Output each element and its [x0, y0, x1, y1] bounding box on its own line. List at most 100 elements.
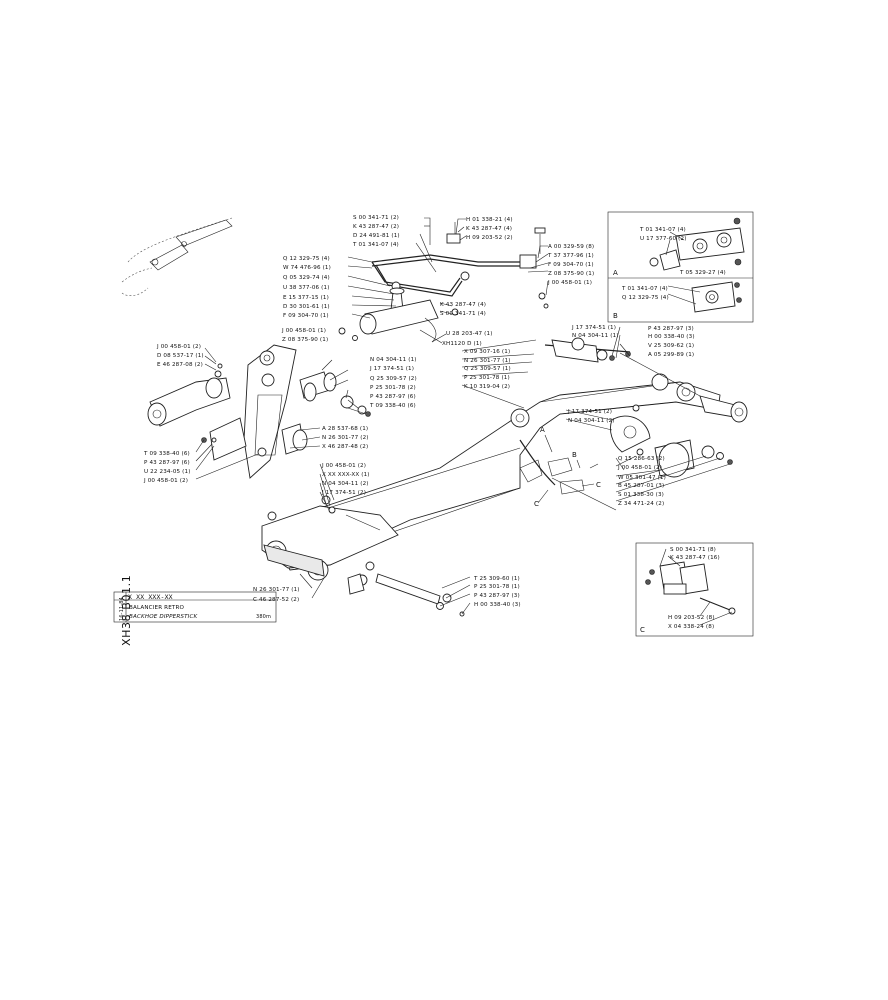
callout: P 43 287-97 (3) [648, 326, 694, 332]
title-value: 380m [256, 614, 271, 620]
callout: A 28 537-68 (1) [322, 426, 368, 432]
callout: T 01 341-07 (4) [352, 242, 399, 248]
callout: T 09 338-40 (6) [369, 403, 416, 409]
inset-ab: A B [607, 211, 754, 323]
title-block: XH38 B01.1 X XX XXX-XX 16-11-84 BALANCIE… [113, 575, 277, 646]
callout: P 25 301-78 (1) [474, 584, 520, 590]
callout: N 26 301-77 (1) [253, 587, 300, 593]
view-tag-b: B [572, 451, 577, 459]
callout: Z 34 471-24 (2) [618, 501, 664, 507]
callout: J 17 374-51 (2) [321, 490, 366, 496]
callout: T 25 309-60 (1) [473, 576, 520, 582]
callout: J 00 458-01 (2) [321, 463, 366, 469]
callout: S 00 341-71 (8) [670, 547, 716, 553]
callout: Q 05 329-74 (4) [283, 275, 330, 281]
callout: A 05 299-89 (1) [648, 352, 694, 358]
callout: N 04 304-11 (2) [568, 418, 615, 424]
title-part-no: X XX XXX-XX [128, 593, 173, 601]
callout: P 43 287-97 (3) [474, 593, 520, 599]
callout: H 09 203-52 (2) [466, 235, 513, 241]
inset-b-label: Q 12 329-75 (4) [622, 295, 669, 301]
callout: H 00 338-40 (3) [474, 602, 521, 608]
callout: J 00 458-01 (2) [143, 478, 188, 484]
title-name-en: BACKHOE DIPPERSTICK [129, 614, 199, 620]
callout: X 09 307-16 (1) [464, 349, 510, 355]
callout: J 00 458-01 (1) [281, 328, 326, 334]
callout: W 05 301-47 (1) [618, 475, 666, 481]
callout: N 04 304-11 (1) [572, 333, 619, 339]
callout: D 30 301-61 (1) [283, 304, 330, 310]
callout: Z 08 375-90 (1) [282, 337, 328, 343]
callout: J 17 374-51 (2) [567, 409, 612, 415]
callout: J 17 374-51 (1) [369, 366, 414, 372]
callout: P 25 301-78 (1) [464, 375, 510, 381]
inset-b-tag: B [613, 312, 618, 320]
callout: D 08 537-17 (1) [157, 353, 204, 359]
callout: P 43 287-97 (6) [144, 460, 190, 466]
callout: XH1120 D (1) [442, 341, 482, 347]
inset-a-label: T 01 341-07 (4) [639, 227, 686, 233]
title-date: 16-11-84 [119, 597, 125, 621]
document-code: XH38 B01.1 [120, 575, 133, 646]
callout: F 09 304-70 (1) [548, 262, 594, 268]
callout: J 00 458-01 (1) [547, 280, 592, 286]
callout: E 15 377-15 (1) [283, 295, 329, 301]
inset-c: C [635, 542, 754, 637]
callout: T 37 377-96 (1) [547, 253, 594, 259]
callout: P 43 287-97 (6) [370, 394, 416, 400]
inset-a-label: U 17 377-60 (2) [640, 236, 687, 242]
inset-a-label: T 05 329-27 (4) [679, 270, 726, 276]
callout: S 00 341-71 (4) [440, 311, 486, 317]
inset-a-tag: A [613, 269, 618, 277]
callout: H 00 338-40 (3) [648, 334, 695, 340]
view-tags: A B C C [534, 426, 601, 508]
callout: Q 12 329-75 (4) [283, 256, 330, 262]
linkage-parts [147, 344, 371, 479]
hydraulic-pipe-assembly [338, 222, 549, 343]
callout: K 43 287-47 (2) [353, 224, 399, 230]
callout: V 25 309-62 (1) [648, 343, 694, 349]
callout: J 00 458-01 (2) [156, 344, 201, 350]
dipperstick-boom [261, 337, 748, 617]
view-tag-c2: C [534, 500, 539, 508]
callout: Z 08 375-90 (1) [548, 271, 594, 277]
callout: A 00 329-59 (8) [548, 244, 594, 250]
callout: K 43 287-47 (4) [466, 226, 512, 232]
callout: S 01 338-30 (3) [618, 492, 664, 498]
callout: N 26 301-77 (2) [322, 435, 369, 441]
callout: J 17 374-51 (1) [571, 325, 616, 331]
callout: P 25 301-78 (2) [370, 385, 416, 391]
callout: T 09 338-40 (6) [143, 451, 190, 457]
callout: K 10 319-04 (2) [464, 384, 510, 390]
callout: U 38 377-06 (1) [283, 285, 330, 291]
callout: N 26 301-77 (1) [464, 358, 511, 364]
callout: W 74 476-96 (1) [283, 265, 331, 271]
view-tag-a: A [540, 426, 545, 434]
callout: Q 25 309-57 (1) [464, 366, 511, 372]
callout: N 04 304-11 (1) [370, 357, 417, 363]
callout: E 46 287-08 (2) [157, 362, 203, 368]
callout: H 09 203-52 (8) [668, 615, 715, 621]
callout: U 28 203-47 (1) [446, 331, 493, 337]
callout: H 01 338-21 (4) [466, 217, 513, 223]
inset-c-tag: C [640, 626, 645, 634]
callout: S 00 341-71 (2) [353, 215, 399, 221]
callout: U 22 234-05 (1) [144, 469, 191, 475]
callout: D 24 491-81 (1) [353, 233, 400, 239]
callout: F 09 304-70 (1) [283, 313, 329, 319]
callout: X 46 287-48 (2) [322, 444, 368, 450]
callout: X 04 338-24 (8) [668, 624, 714, 630]
callout: X XX XXX-XX (1) [322, 472, 370, 478]
callout: J 00 458-01 (2) [617, 465, 662, 471]
overview-sketch [121, 217, 233, 297]
callout: K 43 287-47 (4) [440, 302, 486, 308]
title-name-fr: BALANCIER RETRO [129, 605, 184, 611]
callout: Q 15 286-63 (2) [618, 456, 665, 462]
callout: B 45 287-01 (3) [618, 483, 664, 489]
inset-b-label: T 01 341-07 (4) [621, 286, 668, 292]
callout: N 04 304-11 (2) [322, 481, 369, 487]
callout: K 43 287-47 (16) [670, 555, 720, 561]
leader-lines [195, 217, 733, 626]
callout: Q 25 309-57 (2) [370, 376, 417, 382]
